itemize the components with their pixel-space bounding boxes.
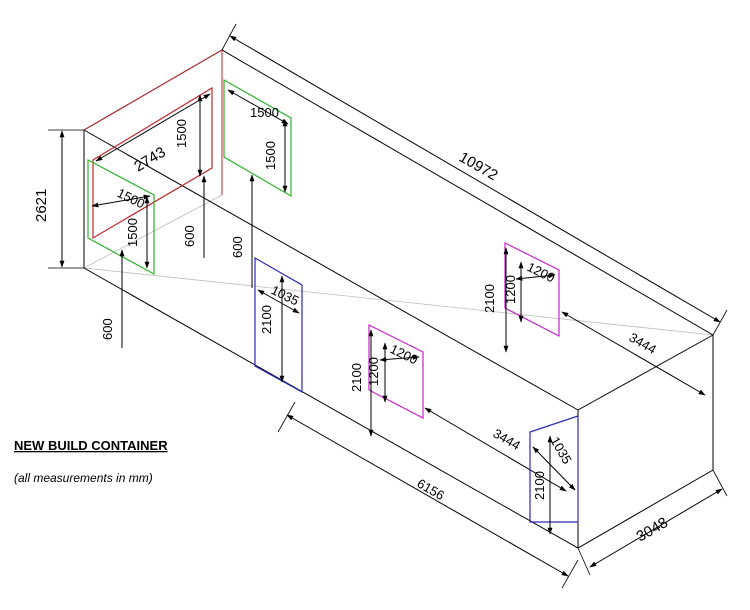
label-magenta-front-height: 1200	[366, 357, 381, 386]
label-side-segment: 6156	[415, 476, 448, 503]
label-magenta-front-width: 1200	[388, 341, 421, 367]
label-magenta-back-height: 1200	[503, 275, 518, 304]
end-window-red: 2743 1500 600	[92, 86, 213, 258]
dim-line-green-end-width	[91, 194, 151, 208]
green-side-window-frame	[223, 78, 292, 198]
ext-width-start	[577, 547, 591, 576]
label-overall-length: 10972	[456, 149, 501, 185]
hidden-edge-floor-end	[83, 194, 223, 269]
green-end-window-frame	[87, 159, 155, 276]
top-front-edge	[83, 129, 579, 411]
hidden-edge-bottom-long	[83, 267, 714, 336]
drawing-title: NEW BUILD CONTAINER	[14, 438, 168, 453]
label-end-window-width: 2743	[131, 144, 168, 176]
label-red-sill: 600	[182, 225, 197, 247]
dim-line-side-segment	[286, 414, 569, 577]
label-magenta-back-width: 1200	[525, 259, 558, 285]
ext-width-end	[712, 469, 728, 497]
label-end-window-height: 1500	[174, 119, 189, 148]
label-door-left-width: 1035	[269, 282, 302, 308]
label-green-side-width: 1500	[250, 105, 279, 120]
label-green-side-sill: 600	[230, 236, 245, 258]
label-green-end-sill: 600	[100, 318, 115, 340]
ext-segment-start	[277, 401, 296, 433]
side-window-green: 1500 1500 600	[223, 78, 292, 288]
label-door-right-width: 1035	[547, 434, 574, 467]
measurement-note: (all measurements in mm)	[14, 471, 153, 485]
dim-line-end-window-width	[95, 93, 211, 162]
overall-dimensions: 2621 10972 6156 3048	[33, 23, 728, 589]
label-green-side-height: 1500	[263, 141, 278, 170]
label-door-right-height: 2100	[532, 471, 547, 500]
window-magenta-front: 1200 1200 2100 3444	[349, 324, 567, 492]
dim-line-overall-width	[589, 488, 723, 568]
dim-line-offset-back	[561, 311, 706, 396]
label-overall-width: 3048	[634, 514, 671, 545]
label-green-end-height: 1500	[125, 218, 140, 247]
label-overall-height: 2621	[33, 189, 50, 222]
label-magenta-back-top: 2100	[482, 284, 497, 313]
label-door-left-height: 2100	[259, 305, 274, 334]
ext-segment-end	[561, 559, 579, 589]
ext-length-start	[221, 23, 237, 51]
end-face-top-edge	[83, 49, 223, 195]
door-left: 1035 2100	[254, 256, 303, 394]
door-right: 1035 2100	[529, 415, 579, 535]
label-magenta-front-top: 2100	[349, 363, 364, 392]
end-window-green: 1500 1500 600	[87, 159, 155, 348]
ext-length-end	[712, 309, 728, 336]
label-offset-back: 3444	[627, 330, 660, 357]
dim-line-overall-length	[229, 35, 721, 323]
